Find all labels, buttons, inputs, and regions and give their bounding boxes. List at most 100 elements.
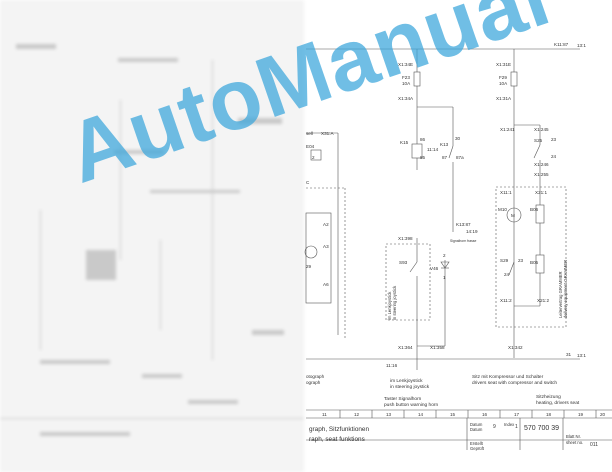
caption-seat-de: Sitz mit Kompressor und Schalter <box>472 374 544 380</box>
svg-text:11:14: 11:14 <box>427 147 439 152</box>
title-block-col: 13 <box>386 412 392 417</box>
title-block-col: 17 <box>514 412 520 417</box>
svg-text:Blatt Nr.: Blatt Nr. <box>566 434 581 439</box>
svg-text:C: C <box>306 180 310 185</box>
svg-text:13:1: 13:1 <box>577 353 586 358</box>
fuse-f29 <box>510 71 518 87</box>
svg-text:Geprüft: Geprüft <box>470 446 485 451</box>
svg-text:85: 85 <box>420 155 426 160</box>
svg-text:X1:398: X1:398 <box>398 236 413 241</box>
s93-note-en: in steering joystick <box>392 285 397 320</box>
svg-text:X1:358: X1:358 <box>430 345 445 350</box>
sheet-title-de: graph, Sitzfunktionen <box>309 426 369 433</box>
svg-text:M: M <box>511 213 515 218</box>
svg-text:Datum: Datum <box>470 422 483 427</box>
grammer-note-de: Leitervertrag GRAMMER <box>558 271 563 318</box>
svg-text:Datum: Datum <box>470 427 483 432</box>
svg-text:87a: 87a <box>456 155 464 160</box>
svg-text:M10: M10 <box>498 207 507 212</box>
joystick-box <box>385 243 431 321</box>
svg-text:30: 30 <box>455 136 461 141</box>
caption-joystick-de: im Lenkjoystick <box>390 378 423 384</box>
svg-text:K13:87: K13:87 <box>456 222 471 227</box>
svg-text:X1:246: X1:246 <box>534 162 549 167</box>
svg-text:S93: S93 <box>399 260 408 265</box>
svg-text:23: 23 <box>518 258 524 263</box>
svg-text:B05: B05 <box>530 260 539 265</box>
caption-horn-de: Taster Signalhorn <box>384 396 422 402</box>
grammer-note-en: delivery equipment GRAMMER <box>563 260 568 318</box>
svg-text:otograph: otograph <box>306 374 325 379</box>
svg-text:X1:255: X1:255 <box>534 172 549 177</box>
ref-31: 31 <box>566 352 572 357</box>
title-block-col: 15 <box>450 412 456 417</box>
title-block-col: 19 <box>578 412 584 417</box>
svg-text:14:19: 14:19 <box>466 229 478 234</box>
caption-seat-en: drivers seat with compressor and switch <box>472 380 557 386</box>
svg-text:E04: E04 <box>306 144 315 149</box>
svg-text:A2: A2 <box>323 222 329 227</box>
ref-k11: K11:87 <box>554 42 569 47</box>
sheet-title-en: raph, seat funktions <box>309 436 365 443</box>
svg-text:S29: S29 <box>500 258 509 263</box>
diode-v46 <box>440 261 450 269</box>
svg-text:29: 29 <box>306 264 312 269</box>
svg-text:9: 9 <box>493 424 496 430</box>
svg-text:1: 1 <box>515 424 518 430</box>
svg-text:X1:245: X1:245 <box>534 127 549 132</box>
svg-text:sell: sell <box>306 131 313 136</box>
svg-text:ograph: ograph <box>306 380 321 385</box>
caption-heat-de: Sitzheizung <box>536 394 561 400</box>
svg-text:24: 24 <box>551 154 557 159</box>
svg-text:X1:31A: X1:31A <box>496 96 512 101</box>
svg-text:X11:2: X11:2 <box>500 298 512 303</box>
svg-text:X1:342: X1:342 <box>508 345 523 350</box>
svg-text:Erstellt: Erstellt <box>470 441 484 446</box>
svg-text:86: 86 <box>420 137 426 142</box>
svg-text:10A: 10A <box>499 81 508 86</box>
page-number: 011 <box>590 442 598 448</box>
svg-text:B06: B06 <box>530 207 539 212</box>
svg-text:X1:31E: X1:31E <box>496 62 511 67</box>
svg-text:S25: S25 <box>534 138 543 143</box>
svg-text:11:16: 11:16 <box>386 363 398 368</box>
svg-text:X31:A: X31:A <box>321 131 334 136</box>
svg-text:V46: V46 <box>430 266 439 271</box>
title-block-col: 12 <box>354 412 360 417</box>
caption-joystick-en: in steering joystick <box>390 384 430 390</box>
sheet-number: 570 700 39 <box>524 425 559 432</box>
svg-text:X1:34E: X1:34E <box>398 62 413 67</box>
svg-text:K13: K13 <box>440 142 449 147</box>
svg-text:23: 23 <box>551 137 557 142</box>
svg-text:2: 2 <box>312 155 315 160</box>
title-block-col: 14 <box>418 412 424 417</box>
svg-text:Signalhorn frasse: Signalhorn frasse <box>450 239 477 243</box>
svg-text:sheet no.: sheet no. <box>566 440 583 445</box>
svg-text:X21:1: X21:1 <box>535 190 547 195</box>
svg-text:X1:364: X1:364 <box>398 345 413 350</box>
caption-heat-en: heating, drivers seat <box>536 400 580 406</box>
svg-text:1: 1 <box>443 275 446 280</box>
blurred-preview-region <box>0 0 304 472</box>
svg-text:X11:1: X11:1 <box>500 190 512 195</box>
title-block-col: 16 <box>482 412 488 417</box>
svg-text:X1:241: X1:241 <box>500 127 515 132</box>
svg-text:Index: Index <box>504 422 515 427</box>
title-block-col: 18 <box>546 412 552 417</box>
svg-text:F29: F29 <box>499 75 507 80</box>
svg-text:24: 24 <box>504 272 510 277</box>
svg-text:F23: F23 <box>402 75 410 80</box>
svg-text:87: 87 <box>442 155 448 160</box>
title-block-col: 11 <box>322 412 327 417</box>
svg-text:A3: A3 <box>323 244 329 249</box>
s93-note-de: im Lenkjoystick <box>387 291 392 320</box>
motor-m10 <box>506 207 522 223</box>
svg-text:A6: A6 <box>323 282 329 287</box>
svg-text:X21:2: X21:2 <box>537 298 549 303</box>
svg-text:K15: K15 <box>400 140 409 145</box>
title-block-col: 20 <box>600 412 606 417</box>
svg-text:2: 2 <box>443 253 446 258</box>
caption-horn-en: push button warning horn <box>384 402 438 408</box>
svg-text:X1:34A: X1:34A <box>398 96 414 101</box>
